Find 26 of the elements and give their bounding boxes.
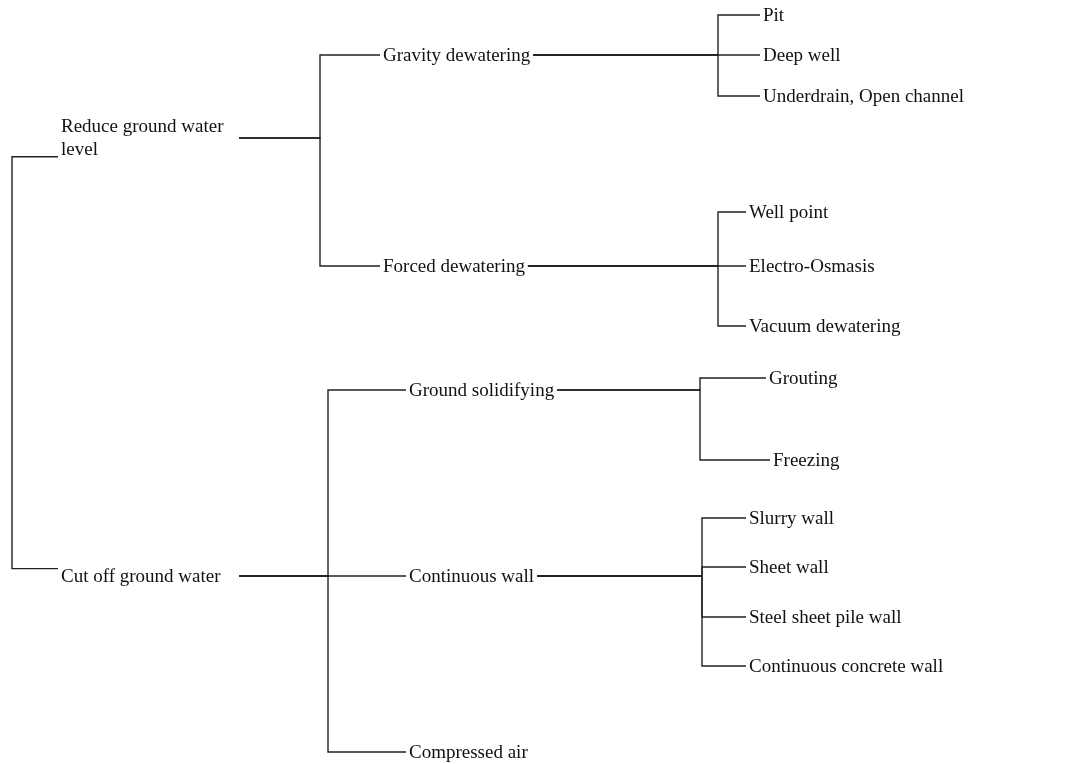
connector-line (527, 265, 747, 327)
branch-label: Steel sheet pile wall (746, 605, 905, 629)
connector-line (536, 575, 747, 667)
branch-label: Forced dewatering (380, 254, 528, 278)
branch-label: Compressed air (406, 740, 531, 764)
branch-label: Cut off ground water (58, 564, 239, 588)
branch-label: Continuous concrete wall (746, 654, 947, 678)
connector-line (11, 156, 59, 570)
branch-label: Freezing (770, 448, 843, 472)
branch-label: Grouting (766, 366, 841, 390)
branch-label: Electro-Osmasis (746, 254, 878, 278)
branch-label: Pit (760, 3, 788, 27)
branch-label: Sheet wall (746, 555, 832, 579)
branch-label: Well point (746, 200, 832, 224)
connector-line (532, 54, 761, 97)
connector-line (556, 389, 771, 461)
branch-label: Underdrain, Open channel (760, 84, 967, 108)
connector-line (238, 575, 407, 753)
branch-label: Reduce ground water level (58, 115, 239, 161)
branch-label: Deep well (760, 43, 844, 67)
branch-label: Ground solidifying (406, 378, 558, 402)
connector-line (238, 137, 381, 267)
branch-label: Slurry wall (746, 506, 837, 530)
branch-label: Gravity dewatering (380, 43, 534, 67)
branch-label: Continuous wall (406, 564, 538, 588)
branch-label: Vacuum dewatering (746, 314, 904, 338)
